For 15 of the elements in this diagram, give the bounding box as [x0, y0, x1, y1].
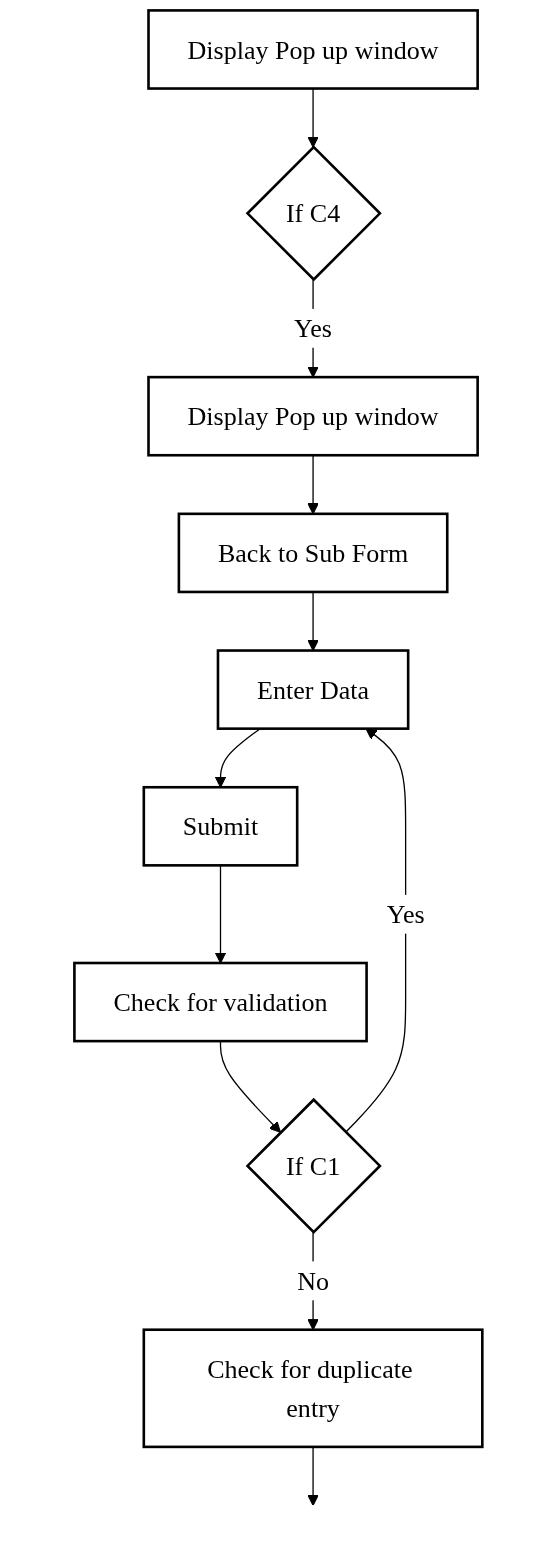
node-box: Display Pop up window — [147, 375, 480, 457]
node-box: Back to Sub Form — [177, 512, 449, 594]
node-diamond: If C4 — [245, 145, 382, 282]
arrow — [214, 728, 261, 788]
edge-label: Yes — [294, 313, 333, 343]
node-box: Enter Data — [216, 649, 410, 730]
node-diamond: If C1 — [245, 1097, 382, 1234]
arrow — [345, 728, 407, 1133]
node-box: Display Pop up window — [147, 9, 480, 90]
node-box: Check for validation — [73, 961, 368, 1043]
edge-label: No — [297, 1266, 330, 1296]
edge-label: Yes — [386, 899, 425, 929]
node-box: Submit — [142, 785, 299, 867]
node-box: Check for duplicate entry — [142, 1328, 484, 1449]
arrow — [307, 1446, 319, 1506]
